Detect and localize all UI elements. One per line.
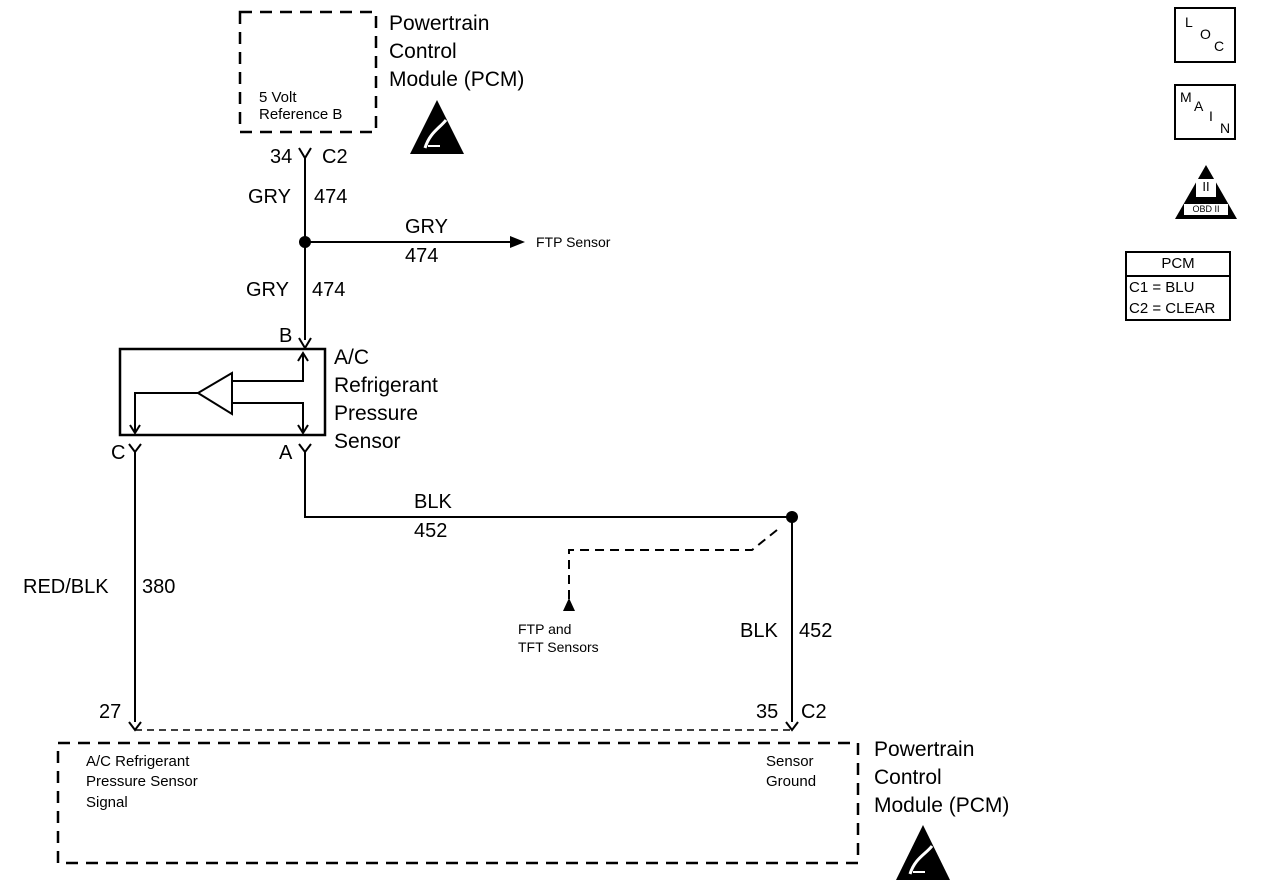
pcm-bottom-title-line3: Module (PCM) bbox=[874, 794, 1010, 818]
pcm-bottom-box bbox=[56, 741, 860, 865]
ftp-tft-line2: TFT Sensors bbox=[518, 639, 599, 656]
pcm-top-connector-id: C2 bbox=[322, 146, 348, 168]
sensor-arrow-down-a bbox=[297, 424, 309, 435]
gry-branch-circuit: 474 bbox=[405, 245, 439, 267]
sensor-title-line4: Sensor bbox=[334, 430, 401, 454]
blk-horizontal-circuit: 452 bbox=[414, 520, 448, 542]
esd-warning-icon-top bbox=[410, 100, 464, 154]
pcm-bottom-pin-27: 27 bbox=[99, 701, 122, 723]
gry-branch-color: GRY bbox=[405, 216, 448, 238]
sensor-title-line3: Pressure bbox=[334, 402, 419, 426]
loc-icon[interactable]: L O C bbox=[1174, 7, 1236, 63]
pcm-table-row-c1: C1 = BLU bbox=[1129, 279, 1195, 296]
loc-letter-o: O bbox=[1200, 26, 1211, 42]
pcm-bottom-title: Powertrain Control Module (PCM) bbox=[874, 738, 1009, 818]
pcm-top-inner-label: 5 Volt Reference B bbox=[259, 89, 342, 124]
ftp-sensor-label: FTP Sensor bbox=[536, 234, 611, 250]
pcm-table-row-c2: C2 = CLEAR bbox=[1129, 300, 1216, 317]
red-blk-circuit: 380 bbox=[142, 576, 176, 598]
pcm-bottom-title-line1: Powertrain bbox=[874, 738, 975, 761]
main-letter-i: I bbox=[1209, 108, 1213, 124]
sensor-title-line1: A/C bbox=[334, 346, 370, 369]
pcm-bottom-title-line2: Control bbox=[874, 766, 942, 790]
pcm-top-inner-line2: Reference B bbox=[259, 106, 343, 124]
pcm-top-box bbox=[238, 10, 378, 134]
pcm-bottom-left-label: A/C Refrigerant Pressure Sensor Signal bbox=[86, 753, 198, 811]
pcm-bottom-right-line1: Sensor bbox=[766, 753, 814, 770]
main-letter-n: N bbox=[1220, 120, 1231, 136]
blk-vertical-circuit: 452 bbox=[799, 620, 833, 642]
gry-upper-color: GRY bbox=[248, 186, 291, 208]
blk-horizontal-color: BLK bbox=[414, 491, 452, 513]
sensor-arrow-up bbox=[297, 351, 309, 362]
blk-vertical-color: BLK bbox=[740, 620, 778, 642]
ftp-tft-arrow bbox=[563, 598, 575, 611]
sensor-amp-triangle bbox=[196, 371, 233, 416]
blk-dashed-branch bbox=[568, 529, 778, 602]
pcm-bottom-right-line2: Ground bbox=[766, 773, 817, 791]
pcm-bottom-connector-27 bbox=[128, 721, 142, 732]
loc-letter-l: L bbox=[1185, 14, 1193, 30]
sensor-internal-c bbox=[134, 392, 198, 432]
sensor-connector-c bbox=[128, 443, 142, 454]
pcm-bottom-right-label: Sensor Ground bbox=[766, 753, 816, 791]
sensor-pin-c: C bbox=[111, 442, 126, 464]
pcm-top-connector bbox=[298, 147, 312, 160]
sensor-title: A/C Refrigerant Pressure Sensor bbox=[334, 346, 438, 455]
pcm-top-title-line1: Powertrain bbox=[389, 12, 490, 35]
pcm-connector-table: PCM C1 = BLU C2 = CLEAR bbox=[1125, 251, 1231, 321]
main-icon[interactable]: M A I N bbox=[1174, 84, 1236, 140]
sensor-pin-a: A bbox=[279, 442, 293, 464]
sensor-pin-b: B bbox=[279, 325, 293, 347]
gry-lower-color: GRY bbox=[246, 279, 289, 301]
sensor-box bbox=[118, 347, 327, 437]
red-blk-color: RED/BLK bbox=[23, 576, 109, 598]
obd-numeral: II bbox=[1202, 179, 1210, 194]
pcm-bottom-left-line3: Signal bbox=[86, 793, 128, 811]
pcm-bottom-pin-35: 35 bbox=[756, 701, 779, 723]
pcm-bottom-connector-id: C2 bbox=[801, 701, 827, 723]
ftp-tft-line1: FTP and bbox=[518, 621, 572, 637]
sensor-internal-b bbox=[232, 355, 304, 382]
ftp-tft-label: FTP and TFT Sensors bbox=[518, 621, 599, 655]
sensor-connector-a bbox=[298, 443, 312, 454]
gry-upper-circuit: 474 bbox=[314, 186, 348, 208]
ftp-arrow bbox=[510, 236, 525, 248]
pcm-top-title-line2: Control bbox=[389, 40, 457, 64]
obd-ii-icon bbox=[1175, 165, 1237, 219]
gry-lower-circuit: 474 bbox=[312, 279, 346, 301]
main-letter-a: A bbox=[1194, 98, 1204, 114]
main-letter-m: M bbox=[1180, 89, 1192, 105]
pcm-top-pin: 34 bbox=[270, 146, 293, 168]
pcm-bottom-connector-35 bbox=[785, 721, 799, 732]
pcm-bottom-left-line1: A/C Refrigerant bbox=[86, 753, 190, 770]
obd-label: OBD II bbox=[1192, 204, 1220, 214]
sensor-arrow-down-c bbox=[129, 424, 141, 435]
pcm-top-inner-line1: 5 Volt bbox=[259, 89, 297, 106]
blk-wire-horizontal bbox=[304, 452, 792, 518]
pcm-top-title: Powertrain Control Module (PCM) bbox=[389, 12, 524, 92]
sensor-title-line2: Refrigerant bbox=[334, 374, 438, 398]
esd-warning-icon-bottom bbox=[896, 825, 950, 880]
pcm-table-header: PCM bbox=[1127, 253, 1229, 277]
sensor-internal-a bbox=[232, 402, 304, 432]
pcm-bottom-left-line2: Pressure Sensor bbox=[86, 773, 198, 791]
pcm-top-title-line3: Module (PCM) bbox=[389, 68, 525, 92]
loc-letter-c: C bbox=[1214, 38, 1225, 54]
